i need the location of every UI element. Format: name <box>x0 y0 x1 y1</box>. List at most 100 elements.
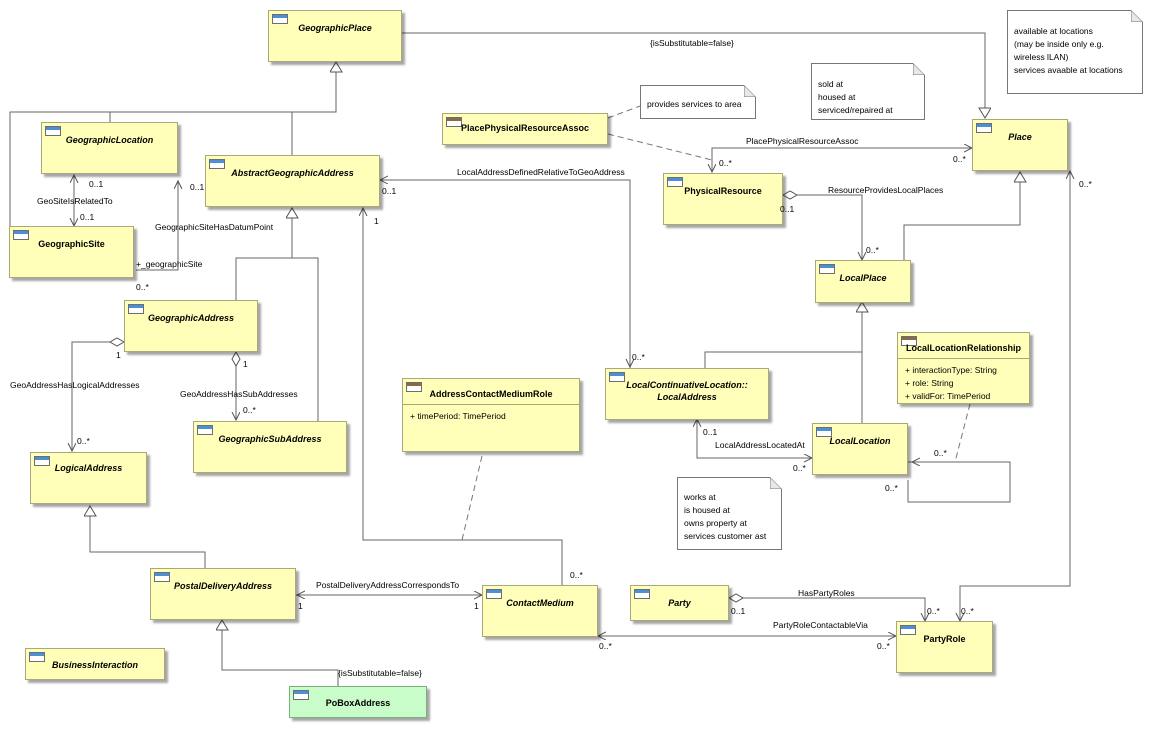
note-works[interactable]: works at is housed at owns property at s… <box>677 477 782 550</box>
assoc-datum-point <box>136 180 179 271</box>
generalization-to-logical <box>90 506 206 568</box>
note-fold-icon <box>1131 10 1143 22</box>
class-icon <box>197 425 213 435</box>
class-icon <box>154 572 170 582</box>
note-locations[interactable]: available at locations (may be inside on… <box>1007 10 1143 94</box>
note-line: is housed at <box>684 505 730 515</box>
class-abstract-geographic-address[interactable]: AbstractGeographicAddress <box>205 155 380 207</box>
class-logical-address[interactable]: LogicalAddress <box>30 452 147 504</box>
multiplicity: 0..1 <box>780 204 795 214</box>
class-local-location[interactable]: LocalLocation <box>812 423 908 475</box>
class-icon <box>45 126 61 136</box>
label-plus-geographic-site: +_geographicSite <box>136 259 203 269</box>
label-has-party-roles: HasPartyRoles <box>798 588 855 598</box>
label-place-physical-resource-assoc: PlacePhysicalResourceAssoc <box>746 136 859 146</box>
multiplicity: 1 <box>374 216 379 226</box>
class-name: PhysicalResource <box>684 186 762 196</box>
note-line: services customer ast <box>684 531 767 541</box>
label-geo-address-has-logical: GeoAddressHasLogicalAddresses <box>10 380 140 390</box>
note-line: (may be inside only e.g. <box>1014 39 1104 49</box>
class-contact-medium[interactable]: ContactMedium <box>482 585 598 637</box>
class-icon <box>272 14 288 24</box>
class-postal-delivery-address[interactable]: PostalDeliveryAddress <box>150 568 296 620</box>
class-icon <box>128 304 144 314</box>
multiplicity: 0..* <box>599 641 612 651</box>
class-po-box-address[interactable]: PoBoxAddress <box>289 686 427 718</box>
class-name: BusinessInteraction <box>51 660 139 670</box>
note-line: sold at <box>818 79 844 89</box>
class-geographic-site[interactable]: GeographicSite <box>9 226 134 278</box>
label-local-address-located-at: LocalAddressLocatedAt <box>715 440 805 450</box>
class-icon <box>486 589 502 599</box>
attribute-role: + role: String <box>905 378 954 388</box>
class-icon <box>819 264 835 274</box>
multiplicity: 0..* <box>877 641 890 651</box>
class-name: GeographicSite <box>38 239 105 249</box>
class-icon <box>13 230 29 240</box>
attribute-separator <box>403 404 579 405</box>
class-geographic-address[interactable]: GeographicAddress <box>124 300 258 352</box>
class-place[interactable]: Place <box>972 119 1068 171</box>
class-physical-resource[interactable]: PhysicalResource <box>663 173 783 225</box>
class-business-interaction[interactable]: BusinessInteraction <box>25 648 165 680</box>
class-name: ContactMedium <box>506 598 574 608</box>
class-name: PlacePhysicalResourceAssoc <box>460 123 590 133</box>
label-geo-site-is-related-to: GeoSiteIsRelatedTo <box>37 196 113 206</box>
label-party-role-contactable-via: PartyRoleContactableVia <box>773 620 868 630</box>
assoc-local-address-defined <box>380 180 631 368</box>
class-address-contact-medium-role[interactable]: AddressContactMediumRole + timePeriod: T… <box>402 378 580 452</box>
class-geographic-sub-address[interactable]: GeographicSubAddress <box>193 421 347 473</box>
class-icon <box>29 652 45 662</box>
note-line: serviced/repaired at <box>818 105 893 115</box>
assoc-party-partyrole <box>729 598 925 621</box>
generalization-to-place <box>903 172 1020 260</box>
multiplicity: 0..* <box>719 158 732 168</box>
multiplicity: 1 <box>474 601 479 611</box>
multiplicity: 0..1 <box>731 606 746 616</box>
multiplicity: 1 <box>243 359 248 369</box>
note-fold-icon <box>744 85 756 97</box>
dashed-note-area <box>607 105 641 119</box>
class-name: GeographicAddress <box>147 313 235 323</box>
class-geographic-place[interactable]: GeographicPlace <box>268 10 402 62</box>
class-name: LocalLocationRelationship <box>905 343 1021 353</box>
multiplicity: 0..* <box>961 606 974 616</box>
note-line: owns property at <box>684 518 747 528</box>
note-line: works at <box>684 492 716 502</box>
note-fold-icon <box>770 477 782 489</box>
assoc-resource-local-places <box>783 195 862 260</box>
multiplicity: 0..1 <box>190 182 205 192</box>
note-line: wireless lLAN) <box>1014 52 1069 62</box>
attribute-time-period: + timePeriod: TimePeriod <box>410 411 506 421</box>
class-local-place[interactable]: LocalPlace <box>815 260 911 303</box>
class-name: LocalLocation <box>829 436 891 446</box>
class-place-physical-resource-assoc[interactable]: PlacePhysicalResourceAssoc <box>442 113 608 145</box>
multiplicity: 1 <box>298 601 303 611</box>
class-local-location-relationship[interactable]: LocalLocationRelationship + interactionT… <box>897 332 1030 404</box>
class-icon <box>446 117 462 127</box>
assoc-place-physical-resource <box>711 148 972 172</box>
class-icon <box>209 159 225 169</box>
multiplicity: 0..1 <box>89 179 104 189</box>
multiplicity: 0..* <box>866 245 879 255</box>
note-area[interactable]: provides services to area <box>640 85 756 119</box>
class-icon <box>900 625 916 635</box>
multiplicity: 0..* <box>77 436 90 446</box>
note-line: provides services to area <box>647 99 742 109</box>
assoc-geo-logical <box>72 342 124 451</box>
note-line: services avaable at locations <box>1014 65 1123 75</box>
generalization-to-geographic-place <box>9 62 336 230</box>
class-geographic-location[interactable]: GeographicLocation <box>41 122 178 174</box>
multiplicity: 0..* <box>136 282 149 292</box>
attribute-separator <box>898 358 1029 359</box>
multiplicity: 0..* <box>953 154 966 164</box>
class-local-continuative-location[interactable]: LocalContinuativeLocation:: LocalAddress <box>605 368 769 420</box>
note-resource[interactable]: sold at housed at serviced/repaired at <box>811 63 925 120</box>
dashed-llr <box>954 403 971 463</box>
class-party[interactable]: Party <box>630 585 729 621</box>
class-party-role[interactable]: PartyRole <box>896 621 993 673</box>
multiplicity: 0..1 <box>80 212 95 222</box>
class-icon <box>816 427 832 437</box>
multiplicity: 0..* <box>570 570 583 580</box>
